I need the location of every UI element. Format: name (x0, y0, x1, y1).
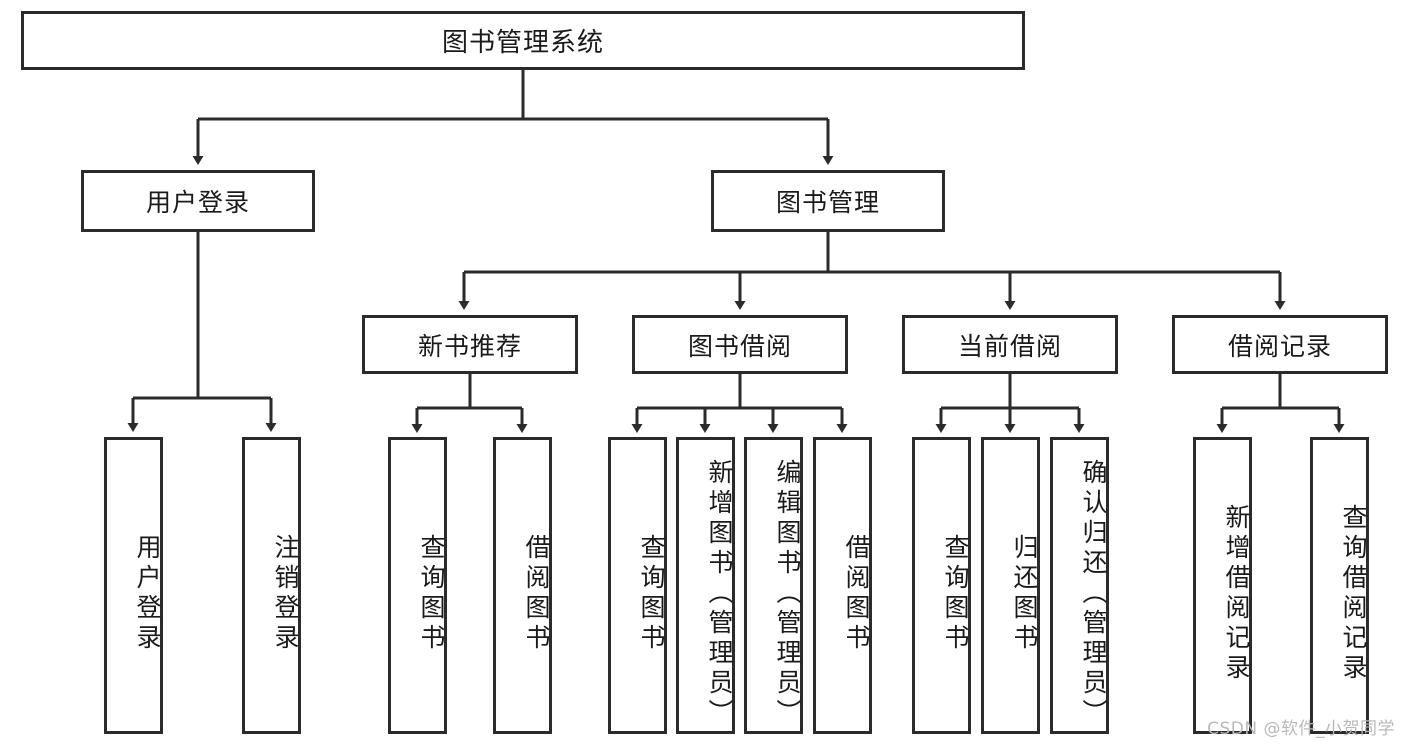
leaf-borrow-book-recommend[interactable]: 借阅图书 (493, 437, 552, 734)
leaf-return-book[interactable]: 归还图书 (981, 437, 1040, 734)
leaf-user-login[interactable]: 用户登录 (104, 437, 163, 734)
leaf-logout-login[interactable]: 注销登录 (242, 437, 301, 734)
node-borrow-record[interactable]: 借阅记录 (1172, 315, 1388, 374)
leaf-borrow-book[interactable]: 借阅图书 (813, 437, 872, 734)
csdn-watermark: CSDN @软件_小贺同学 (1207, 719, 1395, 739)
leaf-query-borrow-record[interactable]: 查询借阅记录 (1310, 437, 1369, 734)
node-current-borrow[interactable]: 当前借阅 (902, 315, 1118, 374)
leaf-add-borrow-record[interactable]: 新增借阅记录 (1193, 437, 1252, 734)
leaf-query-book-borrow[interactable]: 查询图书 (608, 437, 667, 734)
leaf-edit-book-admin[interactable]: 编辑图书（管理员） (744, 437, 803, 734)
node-user-login[interactable]: 用户登录 (81, 170, 315, 232)
leaf-query-book-current[interactable]: 查询图书 (912, 437, 971, 734)
leaf-query-book-recommend[interactable]: 查询图书 (388, 437, 447, 734)
node-book-borrow[interactable]: 图书借阅 (632, 315, 848, 374)
leaf-add-book-admin[interactable]: 新增图书（管理员） (676, 437, 735, 734)
node-new-book-recommend[interactable]: 新书推荐 (362, 315, 578, 374)
leaf-confirm-return-admin[interactable]: 确认归还（管理员） (1050, 437, 1109, 734)
node-book-management-system[interactable]: 图书管理系统 (21, 11, 1025, 70)
node-book-management[interactable]: 图书管理 (711, 170, 945, 232)
